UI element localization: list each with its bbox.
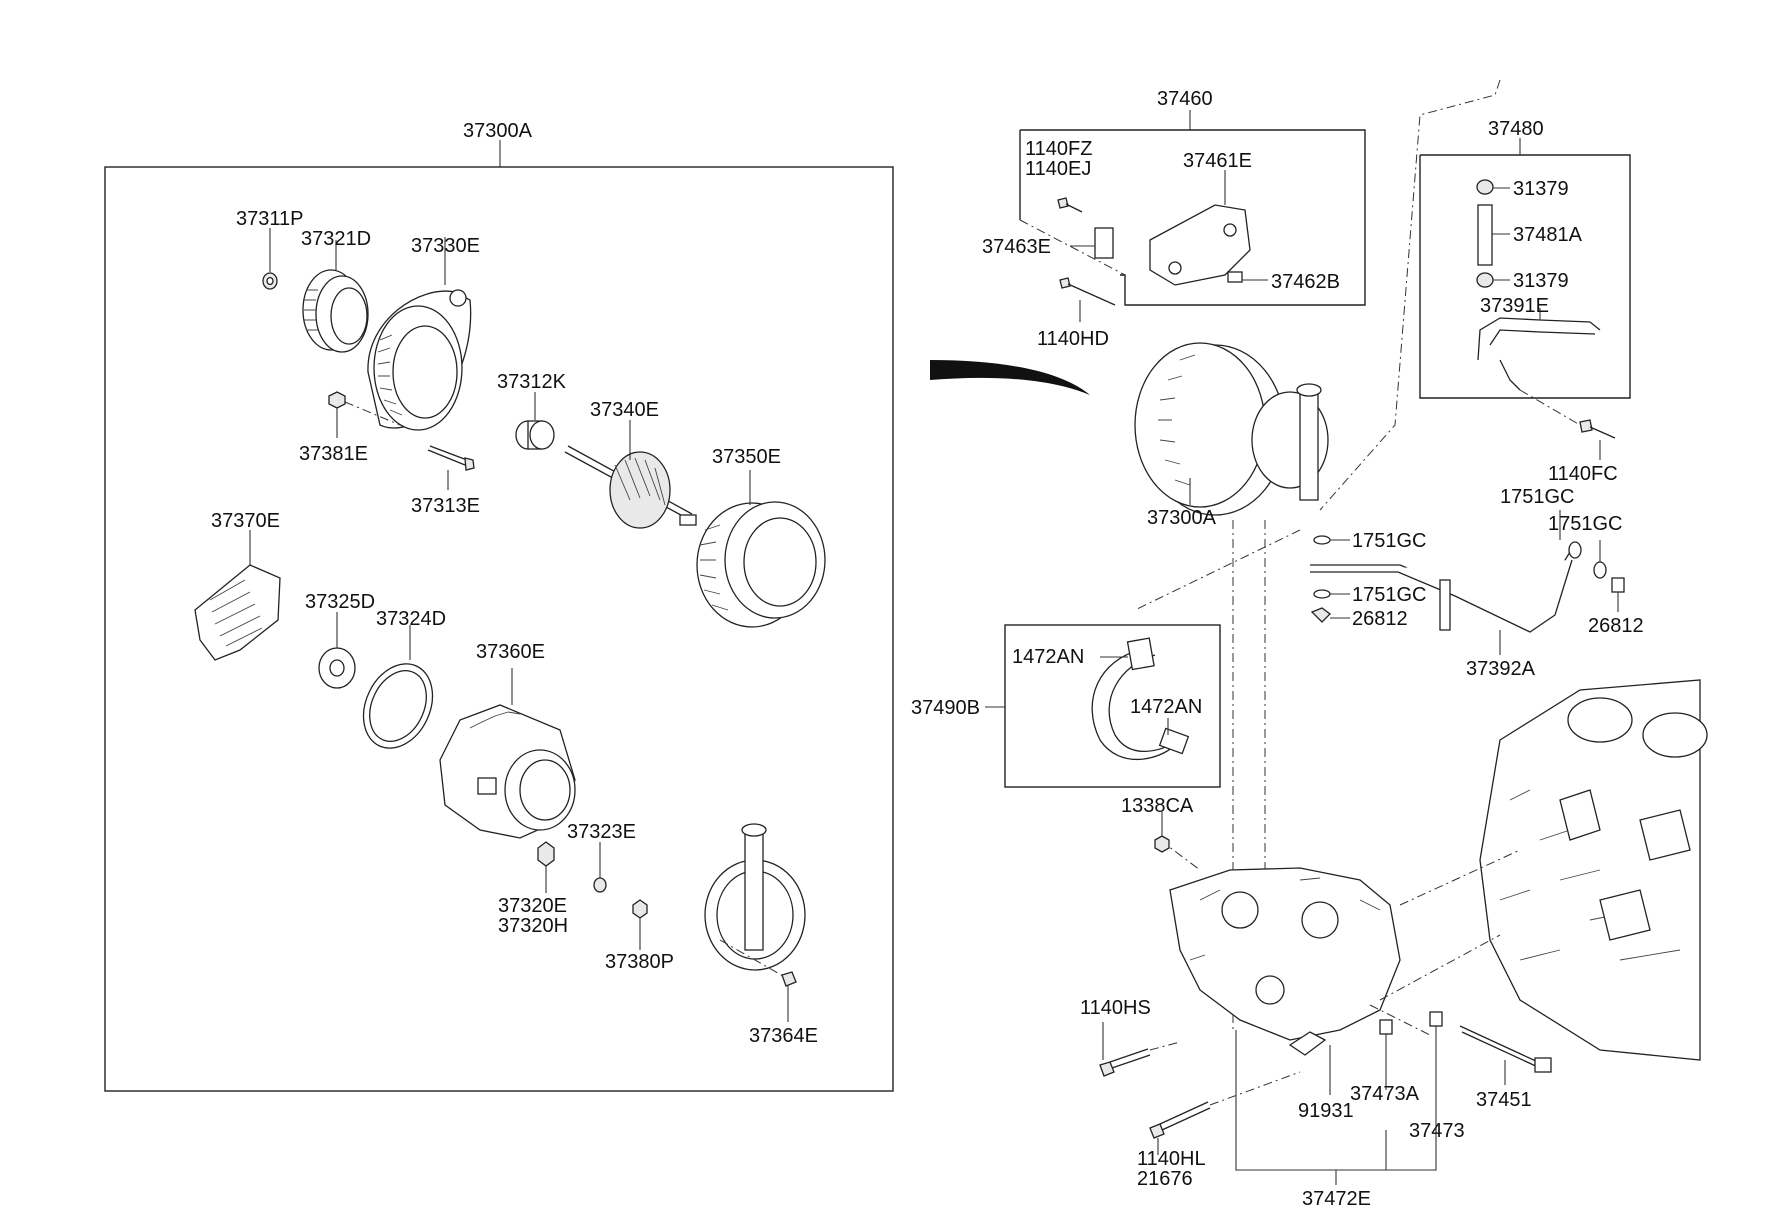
part-37473-stud — [1429, 1011, 1443, 1125]
label-1140HD: 1140HD — [1037, 328, 1109, 350]
label-37320E: 37320E — [498, 895, 567, 917]
label-37350E: 37350E — [712, 446, 781, 468]
label-37381E: 37381E — [299, 443, 368, 465]
label-1140EJ: 1140EJ — [1025, 158, 1091, 180]
part-1140HS-bolt — [1099, 1022, 1181, 1077]
label-37330E: 37330E — [411, 235, 480, 257]
part-1338CA-nut — [1154, 812, 1170, 853]
label-37463E: 37463E — [982, 236, 1051, 258]
part-26812-bolt-right — [1611, 577, 1625, 612]
part-1140FC-bolt — [1579, 419, 1616, 460]
label-37364E: 37364E — [749, 1025, 818, 1047]
label-26812-left: 26812 — [1352, 608, 1408, 630]
part-37380P-nut — [632, 899, 648, 950]
part-37461E-bracket — [1149, 170, 1251, 286]
label-1751GC-right: 1751GC — [1548, 513, 1623, 535]
part-1140HL-bolt — [1149, 1071, 1301, 1155]
part-37370E-regulator — [194, 530, 281, 661]
label-37472E: 37472E — [1302, 1188, 1371, 1210]
part-37473A-stud — [1379, 1019, 1393, 1090]
label-37300A-assy: 37300A — [1147, 507, 1217, 529]
label-1472AN-lower: 1472AN — [1130, 696, 1202, 718]
pipe-37392A-group — [1310, 510, 1625, 655]
label-37320H: 37320H — [498, 915, 568, 937]
label-26812-right: 26812 — [1588, 615, 1644, 637]
alternator-exploded-frame — [104, 166, 894, 1092]
alternator-exploded-group — [104, 140, 894, 1092]
label-37370E: 37370E — [211, 510, 280, 532]
label-37312K: 37312K — [497, 371, 567, 393]
label-37462B: 37462B — [1271, 271, 1340, 293]
assembled-alternator-37300A — [1134, 342, 1329, 516]
label-1751GC-mid: 1751GC — [1352, 530, 1427, 552]
label-37323E: 37323E — [567, 821, 636, 843]
labels: 37300A 37311P 37321D 37330E 37312K 37340… — [211, 88, 1644, 1210]
label-1140FC: 1140FC — [1548, 463, 1618, 485]
label-1751GC-low: 1751GC — [1352, 584, 1427, 606]
part-91931-clip — [1288, 1031, 1331, 1095]
label-1140HS: 1140HS — [1080, 997, 1151, 1019]
label-37451: 37451 — [1476, 1089, 1532, 1111]
bracket-37480-group — [1419, 138, 1631, 460]
label-37461E: 37461E — [1183, 150, 1252, 172]
label-37460: 37460 — [1157, 88, 1213, 110]
part-37312K-bearing — [515, 392, 555, 450]
part-37311P-nut — [262, 228, 278, 290]
label-1751GC-top: 1751GC — [1500, 486, 1575, 508]
label-37321D: 37321D — [301, 228, 371, 250]
part-37323E-nut — [593, 842, 607, 893]
part-37340E-rotor — [564, 420, 697, 529]
label-37340E: 37340E — [590, 399, 659, 421]
label-37473: 37473 — [1409, 1120, 1465, 1142]
engine-block — [1479, 679, 1708, 1061]
part-37481A-hose — [1477, 204, 1510, 266]
part-37462B-bolt — [1227, 271, 1268, 283]
part-31379-cap-lower — [1476, 272, 1510, 288]
label-37313E: 37313E — [411, 495, 480, 517]
label-37324D: 37324D — [376, 608, 446, 630]
label-37380P: 37380P — [605, 951, 674, 973]
bracket-37460-group — [1019, 110, 1366, 322]
part-37313E-bolt — [427, 445, 475, 490]
part-37364E-bolt — [781, 971, 797, 1022]
part-37360E-rear-housing — [439, 668, 576, 839]
hose-37490B-group — [985, 624, 1221, 788]
part-37320E-terminal — [537, 841, 555, 893]
part-37350E-stator — [696, 470, 826, 628]
part-37325D-washer — [318, 612, 356, 689]
label-37473A: 37473A — [1350, 1083, 1420, 1105]
label-37311P: 37311P — [236, 208, 303, 230]
mounting-bracket-37472E — [1099, 812, 1552, 1185]
label-37392A: 37392A — [1466, 658, 1536, 680]
label-37490B: 37490B — [911, 697, 980, 719]
assembly-arrow — [930, 360, 1090, 395]
label-31379-upper: 31379 — [1513, 178, 1569, 200]
label-21676: 21676 — [1137, 1168, 1193, 1190]
label-37481A: 37481A — [1513, 224, 1583, 246]
label-1338CA: 1338CA — [1121, 795, 1194, 817]
label-1140FZ: 1140FZ — [1025, 138, 1092, 160]
label-31379-lower: 31379 — [1513, 270, 1569, 292]
label-1472AN-upper: 1472AN — [1012, 646, 1084, 668]
part-37321D-pulley — [302, 240, 369, 353]
label-37360E: 37360E — [476, 641, 545, 663]
label-91931: 91931 — [1298, 1100, 1354, 1122]
part-31379-cap-upper — [1476, 179, 1510, 195]
label-37300A-box: 37300A — [463, 120, 533, 142]
part-37451-bolt — [1459, 1025, 1552, 1085]
part-37330E-front-housing — [367, 237, 472, 431]
part-1140HD-bolt — [1059, 277, 1116, 322]
label-37480: 37480 — [1488, 118, 1544, 140]
label-37391E: 37391E — [1480, 295, 1549, 317]
label-37325D: 37325D — [305, 591, 375, 613]
part-1140FZ-bolt — [1057, 197, 1083, 213]
part-37381E-nut — [328, 391, 401, 438]
label-1140HL: 1140HL — [1137, 1148, 1206, 1170]
part-vacuum-pump — [704, 823, 806, 981]
part-37391E-pipe — [1477, 308, 1601, 391]
part-37463E-spacer — [1070, 227, 1114, 259]
part-37324D-plate — [362, 625, 434, 749]
